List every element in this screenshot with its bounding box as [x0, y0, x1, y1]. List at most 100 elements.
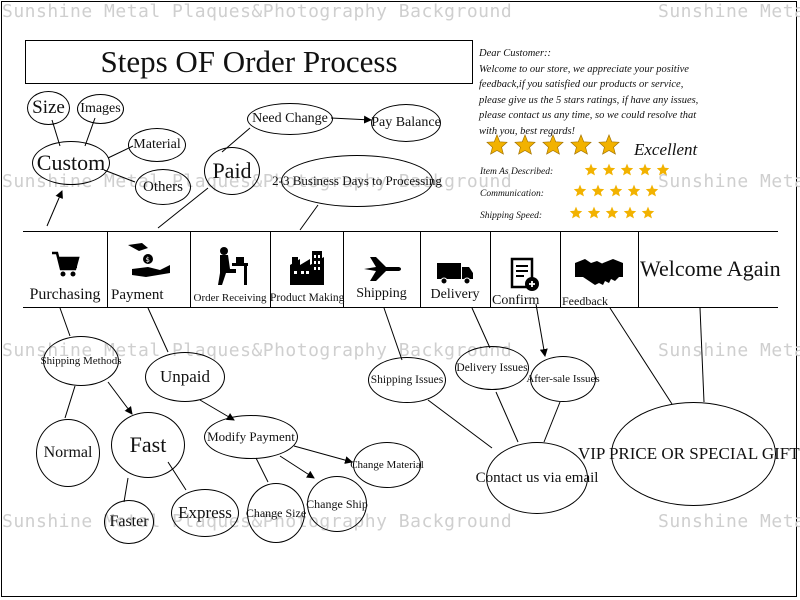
connector-payment-paid — [157, 187, 209, 229]
step-divider — [343, 231, 344, 308]
shipping-speed-stars — [569, 206, 655, 219]
star-icon — [627, 184, 641, 197]
node-label: 2-3 Business Days to Processing — [272, 173, 442, 188]
excellent-label: Excellent — [634, 140, 698, 159]
node-others: Others — [135, 169, 191, 205]
node-shipping-issues: Shipping Issues — [368, 357, 446, 403]
letter-line: please contact us any time, so we could … — [479, 110, 697, 121]
step-divider — [190, 231, 191, 308]
node-pay-balance: Pay Balance — [371, 104, 441, 142]
watermark-text: Sunshine Metal Plaques&Photography Backg… — [2, 1, 513, 22]
node-material: Material — [128, 128, 186, 162]
node-processing: 2-3 Business Days to Processing — [272, 155, 442, 207]
step-divider — [270, 231, 271, 308]
node-label: Normal — [43, 444, 93, 461]
node-label: Others — [143, 178, 183, 195]
star-icon — [602, 163, 616, 176]
connector-feedback-vip — [609, 307, 673, 405]
step-feedback: Feedback — [560, 231, 638, 308]
letter-line: feedback,if you satisfied our products o… — [479, 79, 684, 90]
connector-modifypayment-changeship — [279, 455, 315, 479]
star-icon — [569, 206, 583, 219]
node-change-size: Change Size — [245, 483, 307, 543]
connector-purchasing-custom — [46, 190, 63, 227]
connector-modifypayment-changesize — [255, 457, 269, 483]
star-icon — [641, 206, 655, 219]
node-label: Change Size — [245, 505, 307, 520]
step-label: Payment — [111, 287, 164, 303]
node-label: Modify Payment — [207, 429, 295, 444]
node-label: Shipping Issues — [370, 374, 444, 386]
node-modify-payment: Modify Payment — [204, 415, 298, 459]
watermark-text: Sunshine Meta — [658, 171, 800, 192]
node-label: Pay Balance — [371, 115, 441, 130]
step-divider — [420, 231, 421, 308]
communication-stars — [573, 184, 659, 197]
watermark-text: Sunshine Meta — [658, 340, 800, 361]
connector-shippingmethods-fast — [107, 381, 133, 415]
node-vip: VIP PRICE OR SPECIAL GIFTS — [578, 402, 800, 506]
svg-text:$: $ — [145, 256, 149, 264]
node-label: After-sale Issues — [526, 373, 600, 385]
node-label: Express — [178, 503, 232, 522]
step-divider — [490, 231, 491, 308]
connector-fast-faster — [123, 477, 129, 503]
step-delivery: Delivery — [420, 231, 490, 308]
connector-welcome-vip — [699, 307, 705, 403]
star-icon — [638, 163, 652, 176]
star-icon — [573, 184, 587, 197]
star-icon — [645, 184, 659, 197]
diagram-title: Steps OF Order Process — [25, 40, 473, 84]
watermark-text: Sunshine Meta — [658, 1, 800, 22]
step-confirm: Confirm — [490, 231, 560, 308]
node-contact-email: Contact us via email — [476, 442, 598, 514]
connector-shippingmethods-normal — [64, 385, 76, 419]
node-fast: Fast — [111, 412, 185, 478]
node-label: Faster — [109, 513, 149, 530]
watermark-text: Sunshine Meta — [658, 511, 800, 532]
connector-purchasing-shippingmethods — [59, 307, 71, 337]
node-label: Fast — [129, 432, 167, 457]
node-after-sale-issues: After-sale Issues — [526, 356, 600, 402]
node-unpaid: Unpaid — [145, 352, 225, 402]
step-divider — [107, 231, 108, 308]
star-icon — [542, 134, 564, 155]
letter-line: Dear Customer:: — [479, 48, 552, 59]
connector-modifypayment-changematerial — [293, 445, 353, 464]
node-label: Delivery Issues — [456, 362, 528, 374]
step-welcome-again: Welcome Again — [640, 256, 781, 281]
node-delivery-issues: Delivery Issues — [455, 346, 529, 390]
truck-icon — [437, 263, 473, 285]
connector-shipping-shippingissues — [383, 307, 403, 361]
star-icon — [486, 134, 508, 155]
handshake-icon — [575, 259, 623, 285]
step-product-making: Product Making — [270, 231, 344, 308]
excellent-stars — [486, 134, 620, 155]
step-label: Feedback — [562, 294, 608, 308]
node-label: Unpaid — [159, 367, 211, 386]
factory-icon — [289, 251, 324, 285]
connector-needchange-paybalance — [330, 115, 372, 124]
step-order-receiving: Order Receiving — [190, 231, 270, 308]
connector-shippingissues-contact — [427, 399, 493, 449]
step-divider — [560, 231, 561, 308]
communication-label: Communication: — [480, 189, 544, 199]
star-icon — [514, 134, 536, 155]
connector-delivery-deliveryissues — [471, 307, 491, 349]
node-paid: Paid — [204, 147, 260, 195]
node-label: Need Change — [252, 111, 328, 126]
letter-line: Welcome to our store, we appreciate your… — [479, 63, 689, 75]
node-custom: Custom — [32, 141, 110, 185]
star-icon — [656, 163, 670, 176]
node-shipping-methods: Shipping Methods — [41, 336, 122, 386]
step-label: Order Receiving — [193, 292, 267, 304]
letter-line: please give us the 5 stars ratings, if h… — [479, 94, 699, 106]
connector-custom-others — [103, 169, 136, 183]
node-label: Custom — [36, 150, 106, 175]
star-icon — [587, 206, 601, 219]
node-change-material: Change Material — [350, 442, 424, 488]
step-payment: $ Payment — [107, 231, 190, 308]
person-desk-icon — [218, 247, 248, 285]
diagram-title-text: Steps OF Order Process — [100, 44, 398, 79]
hand-money-icon: $ — [127, 243, 170, 277]
